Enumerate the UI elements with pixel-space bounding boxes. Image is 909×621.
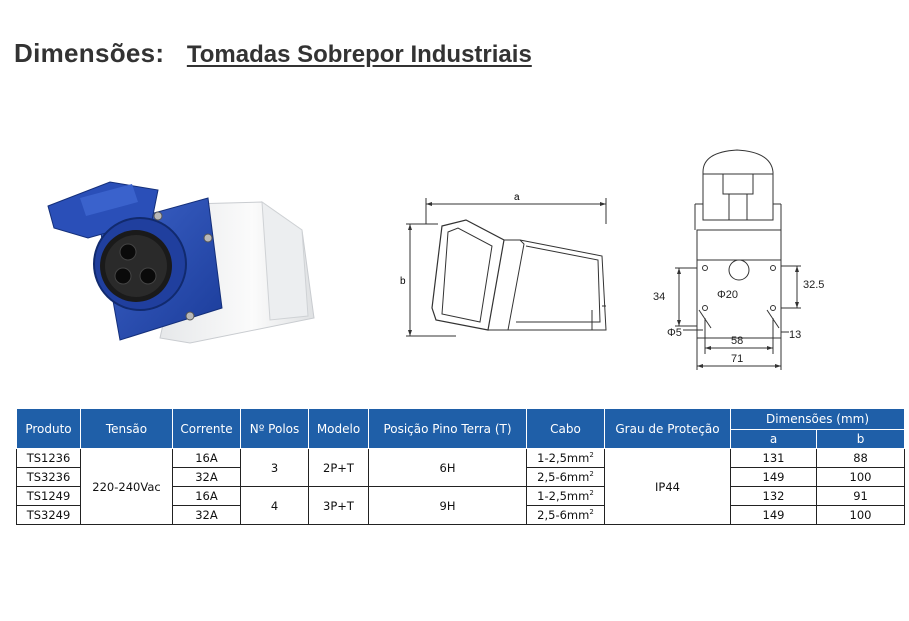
cell-produto: TS3236 bbox=[16, 467, 81, 487]
cell-a: 131 bbox=[730, 448, 817, 468]
cell-posicao: 6H bbox=[368, 448, 527, 487]
dim-71: 71 bbox=[731, 353, 743, 365]
product-image bbox=[40, 168, 320, 358]
cabo-text: 1-2,5mm bbox=[537, 451, 590, 465]
cell-grau: IP44 bbox=[604, 448, 731, 525]
title-subject: Tomadas Sobrepor Industriais bbox=[186, 41, 532, 68]
cabo-text: 2,5-6mm bbox=[537, 470, 590, 484]
cell-cabo: 2,5-6mm2 bbox=[526, 467, 605, 487]
cell-polos: 4 bbox=[240, 486, 309, 525]
header-grau: Grau de Proteção bbox=[604, 408, 731, 449]
cell-b: 88 bbox=[815, 448, 906, 468]
header-tensao: Tensão bbox=[80, 408, 173, 449]
front-view-drawing: Φ20 32.5 34 Φ5 58 13 71 bbox=[645, 140, 835, 385]
table-row: TS3249 32A 2,5-6mm2 149 100 bbox=[16, 505, 906, 525]
dim-32-5: 32.5 bbox=[803, 279, 824, 291]
cell-b: 100 bbox=[815, 505, 906, 525]
cell-polos: 3 bbox=[240, 448, 309, 487]
header-modelo: Modelo bbox=[308, 408, 369, 449]
cell-cabo: 1-2,5mm2 bbox=[526, 448, 605, 468]
header-polos: Nº Polos bbox=[240, 408, 309, 449]
cabo-text: 2,5-6mm bbox=[537, 508, 590, 522]
cell-a: 149 bbox=[730, 467, 817, 487]
dim-phi20: Φ20 bbox=[717, 289, 738, 301]
cell-produto: TS3249 bbox=[16, 505, 81, 525]
cell-corrente: 16A bbox=[172, 486, 241, 506]
cell-modelo: 3P+T bbox=[308, 486, 369, 525]
cabo-sup: 2 bbox=[589, 508, 594, 517]
header-posicao: Posição Pino Terra (T) bbox=[368, 408, 527, 449]
cabo-sup: 2 bbox=[589, 470, 594, 479]
cabo-text: 1-2,5mm bbox=[537, 489, 590, 503]
cell-a: 149 bbox=[730, 505, 817, 525]
dim-34: 34 bbox=[653, 291, 665, 303]
cell-corrente: 32A bbox=[172, 505, 241, 525]
header-b: b bbox=[815, 429, 906, 449]
header-produto: Produto bbox=[16, 408, 81, 449]
cell-cabo: 2,5-6mm2 bbox=[526, 505, 605, 525]
cell-cabo: 1-2,5mm2 bbox=[526, 486, 605, 506]
cell-tensao: 220-240Vac bbox=[80, 448, 173, 525]
page-title: Dimensões: Tomadas Sobrepor Industriais bbox=[14, 38, 532, 69]
cell-corrente: 32A bbox=[172, 467, 241, 487]
dim-13: 13 bbox=[789, 329, 801, 341]
dim-58: 58 bbox=[731, 335, 743, 347]
cell-corrente: 16A bbox=[172, 448, 241, 468]
header-cabo: Cabo bbox=[526, 408, 605, 449]
cell-produto: TS1249 bbox=[16, 486, 81, 506]
title-label: Dimensões: bbox=[14, 38, 165, 68]
cell-b: 91 bbox=[815, 486, 906, 506]
specifications-table: Produto Tensão Corrente Nº Polos Modelo … bbox=[16, 408, 906, 525]
cabo-sup: 2 bbox=[589, 489, 594, 498]
dim-a-label: a bbox=[514, 192, 520, 203]
dim-b-label: b bbox=[400, 276, 406, 287]
cell-a: 132 bbox=[730, 486, 817, 506]
table-row: TS3236 32A 2,5-6mm2 149 100 bbox=[16, 467, 906, 487]
cabo-sup: 2 bbox=[589, 451, 594, 460]
header-dimensoes: Dimensões (mm) bbox=[729, 408, 906, 430]
side-view-drawing: a b bbox=[396, 180, 616, 355]
cell-modelo: 2P+T bbox=[308, 448, 369, 487]
table-row: TS1236 220-240Vac 16A 3 2P+T 6H 1-2,5mm2… bbox=[16, 448, 906, 525]
header-a: a bbox=[730, 429, 817, 449]
cell-posicao: 9H bbox=[368, 486, 527, 525]
dim-phi5: Φ5 bbox=[667, 327, 682, 339]
cell-produto: TS1236 bbox=[16, 448, 81, 468]
cell-b: 100 bbox=[815, 467, 906, 487]
header-corrente: Corrente bbox=[172, 408, 241, 449]
